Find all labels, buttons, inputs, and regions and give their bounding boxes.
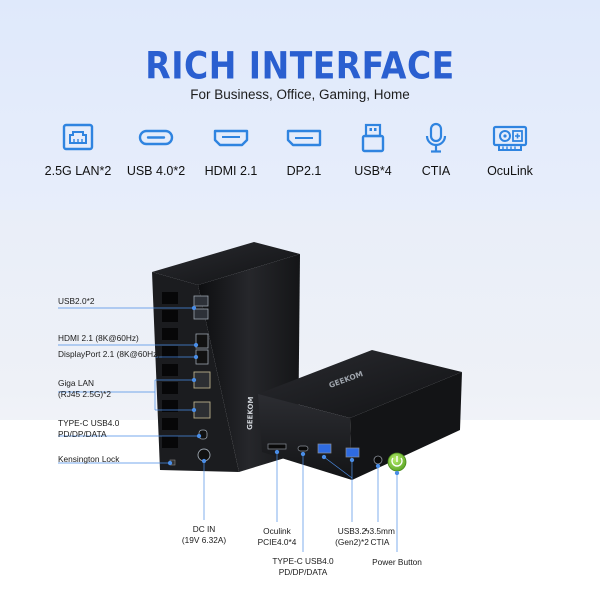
port-icons-row: 2.5G LAN*2 USB 4.0*2 HDMI 2.1 DP2.1 (45, 122, 550, 182)
hdmi-icon (213, 129, 249, 147)
port-label-usbc: USB 4.0*2 (126, 164, 186, 178)
port-label-oculink: OcuLink (487, 164, 533, 178)
page-title: RICH INTERFACE (145, 43, 455, 88)
port-item-usba: USB*4 (333, 122, 413, 178)
callout-oculink: Oculink PCIE4.0*4 (247, 526, 307, 548)
usb-a-icon (361, 123, 385, 153)
port-item-hdmi: HDMI 2.1 (191, 122, 271, 178)
port-label-usba: USB*4 (354, 164, 392, 178)
callout-displayport: DisplayPort 2.1 (8K@60Hz) (58, 349, 161, 359)
callout-lan-line2: (RJ45 2.5G)*2 (58, 388, 112, 399)
callout-usb32: USB3.2 (Gen2)*2 (324, 526, 380, 548)
port-label-ctia: CTIA (421, 164, 451, 178)
callout-front-typec: TYPE-C USB4.0 PD/DP/DATA (263, 556, 343, 578)
callout-kensington: Kensington Lock (58, 454, 120, 464)
callout-oculink-line2: PCIE4.0*4 (257, 536, 297, 547)
callout-audio: ϟ3.5mm CTIA (356, 526, 404, 548)
microphone-icon (425, 122, 447, 153)
usb-c-icon (138, 129, 174, 146)
headphone-glyph-icon: ϟ (365, 526, 370, 536)
callout-audio-line1: 3.5mm (369, 526, 395, 536)
port-item-ctia: CTIA (396, 122, 476, 178)
port-item-oculink: OcuLink (470, 122, 550, 178)
port-label-lan: 2.5G LAN*2 (44, 164, 112, 178)
callout-hdmi: HDMI 2.1 (8K@60Hz) (58, 333, 139, 343)
oculink-card-icon (492, 125, 528, 151)
callout-rear-typec-line2: PD/DP/DATA (58, 428, 107, 439)
callout-power: Power Button (372, 557, 422, 567)
callout-dcin: DC IN (19V 6.32A) (174, 524, 234, 546)
callout-oculink-line1: Oculink (263, 526, 291, 536)
lying-mini-pc: GEEKOM (258, 350, 462, 480)
callout-usb2: USB2.0*2 (58, 296, 95, 306)
port-label-hdmi: HDMI 2.1 (204, 164, 258, 178)
port-label-dp: DP2.1 (286, 164, 322, 178)
displayport-icon (286, 129, 322, 147)
callout-usb32-line1: USB3.2 (337, 526, 367, 536)
callout-rear-typec: TYPE-C USB4.0 PD/DP/DATA (58, 418, 119, 440)
callout-dcin-line2: (19V 6.32A) (181, 534, 227, 545)
callout-front-typec-line1: TYPE-C USB4.0 (272, 556, 334, 566)
lan-icon (62, 123, 94, 151)
callout-audio-line2: CTIA (370, 536, 390, 547)
front-callout-lines (274, 449, 400, 552)
port-item-lan: 2.5G LAN*2 (38, 122, 118, 178)
callout-rear-typec-line1: TYPE-C USB4.0 (58, 418, 120, 428)
rear-callout-lines (58, 305, 207, 520)
page-subtitle: For Business, Office, Gaming, Home (190, 87, 410, 102)
port-item-usbc: USB 4.0*2 (116, 122, 196, 178)
callout-usb32-line2: (Gen2)*2 (335, 536, 369, 547)
port-item-dp: DP2.1 (264, 122, 344, 178)
callout-dcin-line1: DC IN (192, 524, 216, 534)
callout-lan-line1: Giga LAN (58, 378, 94, 388)
callout-front-typec-line2: PD/DP/DATA (278, 566, 328, 577)
side-brand-text: GEEKOM (246, 396, 255, 430)
callout-lan: Giga LAN (RJ45 2.5G)*2 (58, 378, 111, 400)
